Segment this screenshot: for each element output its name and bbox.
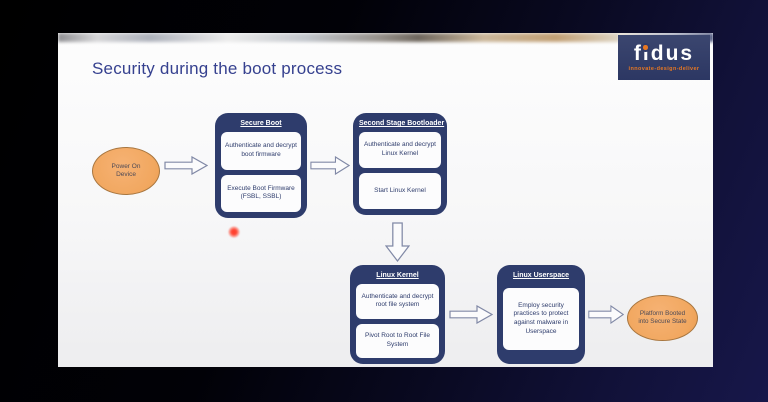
second-stage-bootloader-box: Second Stage Bootloader Authenticate and… [353,113,447,215]
flow-step: Employ security practices to protect aga… [503,288,579,350]
flow-step: Execute Boot Firmware (FSBL, SSBL) [221,174,301,212]
secure-boot-title: Secure Boot [240,120,282,127]
logo-tagline: innovate-design-deliver [628,66,700,72]
end-ellipse-label: Platform Booted into Secure State [638,309,687,325]
right-arrow-icon [164,156,208,175]
slide-title: Security during the boot process [92,59,343,78]
linux-userspace-title: Linux Userspace [512,272,570,279]
flow-step: Start Linux Kernel [359,173,441,209]
down-arrow-icon [385,222,410,262]
fidus-logo: fidus innovate-design-deliver [618,35,710,80]
flow-step: Authenticate and decrypt boot firmware [221,132,301,170]
right-arrow-icon [449,305,493,324]
linux-userspace-box: Linux Userspace Employ security practice… [497,265,585,364]
linux-kernel-box: Linux Kernel Authenticate and decrypt ro… [350,265,445,364]
linux-kernel-title: Linux Kernel [376,272,419,279]
right-arrow-icon [310,156,350,175]
start-ellipse-label: Power On Device [111,162,141,178]
right-arrow-icon [588,305,624,324]
blurred-strip [58,33,713,42]
logo-wordmark: fidus [633,42,695,65]
flow-step: Authenticate and decrypt root file syste… [356,284,439,319]
flow-step: Authenticate and decrypt Linux Kernel [359,132,441,168]
flow-step: Pivot Root to Root File System [356,323,439,358]
start-ellipse: Power On Device [92,147,160,195]
end-ellipse: Platform Booted into Secure State [627,295,698,341]
secure-boot-box: Secure Boot Authenticate and decrypt boo… [215,113,307,218]
laser-pointer-dot [228,226,240,238]
presentation-slide: fidus innovate-design-deliver Security d… [58,33,713,367]
second-stage-title: Second Stage Bootloader [359,120,445,127]
